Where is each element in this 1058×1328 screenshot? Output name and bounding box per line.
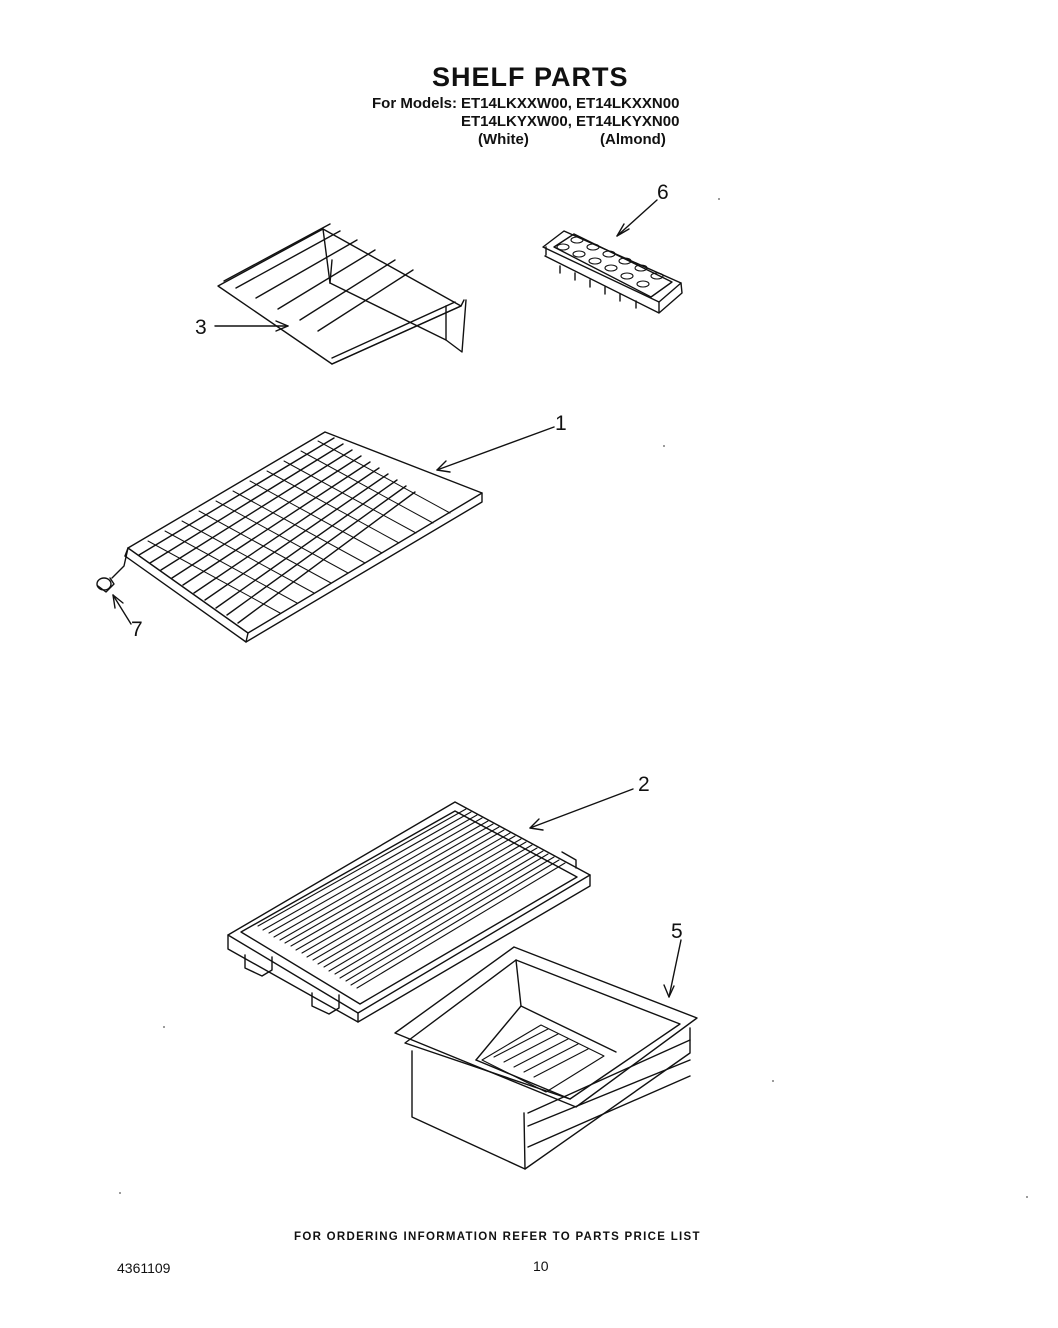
models-prefix: For Models: bbox=[372, 95, 457, 112]
ordering-note: FOR ORDERING INFORMATION REFER TO PARTS … bbox=[294, 1231, 701, 1243]
color-white: (White) bbox=[478, 131, 529, 148]
page-title: SHELF PARTS bbox=[432, 62, 629, 92]
color-almond: (Almond) bbox=[600, 131, 666, 148]
crisper-drawer bbox=[394, 946, 698, 1170]
models-line-1: ET14LKXXW00, ET14LKXXN00 bbox=[461, 95, 680, 112]
scan-specks bbox=[119, 198, 1028, 1198]
crisper-cover-shelf bbox=[227, 801, 591, 1023]
callout-7: 7 bbox=[131, 618, 143, 641]
ice-cube-tray bbox=[542, 230, 683, 314]
callout-numbers: 6 3 1 7 2 5 bbox=[131, 181, 683, 943]
document-number: 4361109 bbox=[117, 1260, 171, 1276]
wire-shelf-small bbox=[217, 223, 467, 365]
callout-6: 6 bbox=[657, 181, 669, 204]
callout-1: 1 bbox=[555, 412, 567, 435]
callout-3: 3 bbox=[195, 316, 207, 339]
callout-5: 5 bbox=[671, 920, 683, 943]
callout-leaders bbox=[112, 199, 682, 998]
callout-2: 2 bbox=[638, 773, 650, 796]
models-line-2: ET14LKYXW00, ET14LKYXN00 bbox=[461, 113, 680, 130]
page-number: 10 bbox=[533, 1258, 549, 1274]
wire-shelf-large bbox=[96, 431, 483, 643]
